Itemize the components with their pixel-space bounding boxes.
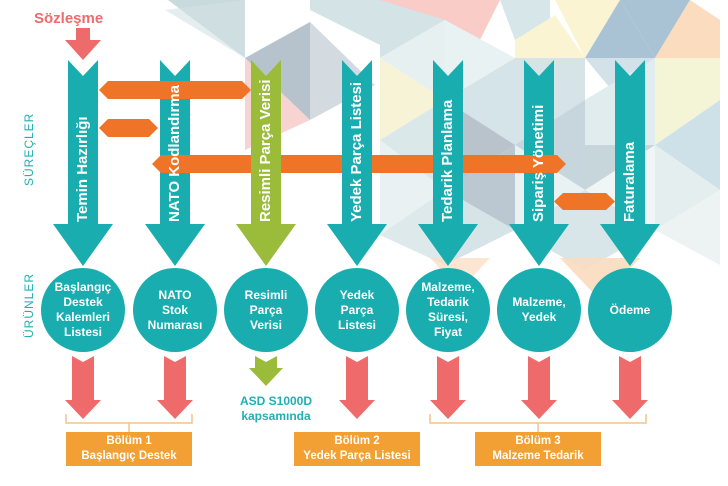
product-line: Listesi bbox=[63, 325, 102, 339]
process-label: Temin Hazırlığı bbox=[74, 116, 91, 222]
connectors bbox=[99, 81, 615, 210]
product-line: NATO bbox=[158, 287, 192, 302]
section-title: Bölüm 3 bbox=[515, 435, 561, 447]
start-arrow bbox=[65, 28, 101, 60]
start-arrow-icon bbox=[65, 28, 101, 60]
product-line: Fiyat bbox=[433, 325, 462, 339]
product-line: Malzeme, bbox=[421, 280, 475, 294]
bracket-section-3 bbox=[429, 414, 647, 432]
note-line: ASD S1000D bbox=[239, 394, 313, 408]
product-line: Tedarik bbox=[427, 295, 469, 309]
process-label: Yedek Parça Listesi bbox=[348, 81, 365, 222]
products-side-label: ÜRÜNLER bbox=[22, 272, 36, 338]
product-line: Verisi bbox=[249, 317, 283, 332]
process-arrow-overlap bbox=[342, 150, 372, 178]
product-line: Yedek bbox=[339, 287, 375, 302]
product-line: Süresi, bbox=[427, 310, 468, 324]
asd-s1000d-note: ASD S1000D kapsamında bbox=[226, 394, 326, 424]
process-arrow bbox=[600, 60, 660, 266]
process-arrow-overlap bbox=[251, 150, 281, 178]
product-line: Parça bbox=[340, 302, 374, 317]
product-arrow-green bbox=[249, 356, 283, 386]
process-label: Faturalama bbox=[621, 141, 638, 222]
note-line: kapsamında bbox=[241, 409, 311, 423]
product-line: Stok bbox=[161, 302, 188, 317]
section-brackets bbox=[65, 414, 647, 432]
process-arrow-overlap bbox=[433, 150, 463, 178]
section-subtitle: Başlangıç Destek bbox=[81, 450, 177, 462]
section-subtitle: Yedek Parça Listesi bbox=[303, 450, 411, 462]
product-arrow bbox=[430, 356, 466, 419]
section-subtitle: Malzeme Tedarik bbox=[492, 450, 584, 462]
section-title: Bölüm 2 bbox=[334, 435, 380, 447]
product-line: Malzeme, bbox=[512, 295, 566, 309]
connector-siparis-to-faturalama bbox=[554, 193, 615, 210]
connector-temin-to-nato bbox=[99, 119, 158, 137]
product-arrow bbox=[612, 356, 648, 419]
product-line: Başlangıç bbox=[54, 280, 112, 294]
process-arrow bbox=[53, 60, 113, 266]
product-arrow bbox=[157, 356, 193, 419]
process-label: Resimli Parça Verisi bbox=[257, 79, 274, 222]
bracket-section-1 bbox=[65, 414, 193, 432]
product-line: Numarası bbox=[147, 317, 203, 332]
product-line: Destek bbox=[63, 295, 103, 309]
product-arrows bbox=[65, 356, 648, 419]
product-arrow bbox=[521, 356, 557, 419]
connector-temin-to-resimli bbox=[99, 81, 251, 99]
product-line: Kalemleri bbox=[55, 310, 110, 324]
product-line: Listesi bbox=[337, 317, 376, 332]
product-circle: Malzeme,Yedek bbox=[497, 268, 581, 352]
product-line: Parça bbox=[249, 302, 283, 317]
section-box-2: Bölüm 2 Yedek Parça Listesi bbox=[294, 432, 420, 466]
product-line: Yedek bbox=[521, 310, 557, 324]
section-box-3: Bölüm 3 Malzeme Tedarik bbox=[475, 432, 601, 466]
process-label: NATO Kodlandırma bbox=[166, 85, 183, 222]
processes-side-label: SÜREÇLER bbox=[22, 112, 36, 186]
process-label: Tedarik Planlama bbox=[439, 99, 456, 222]
start-label: Sözleşme bbox=[34, 10, 104, 27]
section-box-1: Bölüm 1 Başlangıç Destek bbox=[66, 432, 192, 466]
product-line: Ödeme bbox=[609, 302, 651, 317]
product-arrow bbox=[339, 356, 375, 419]
product-arrow bbox=[65, 356, 101, 419]
product-circle: Ödeme bbox=[588, 268, 672, 352]
section-title: Bölüm 1 bbox=[106, 435, 152, 447]
process-label: Sipariş Yönetimi bbox=[530, 104, 547, 222]
product-line: Resimli bbox=[244, 287, 288, 302]
